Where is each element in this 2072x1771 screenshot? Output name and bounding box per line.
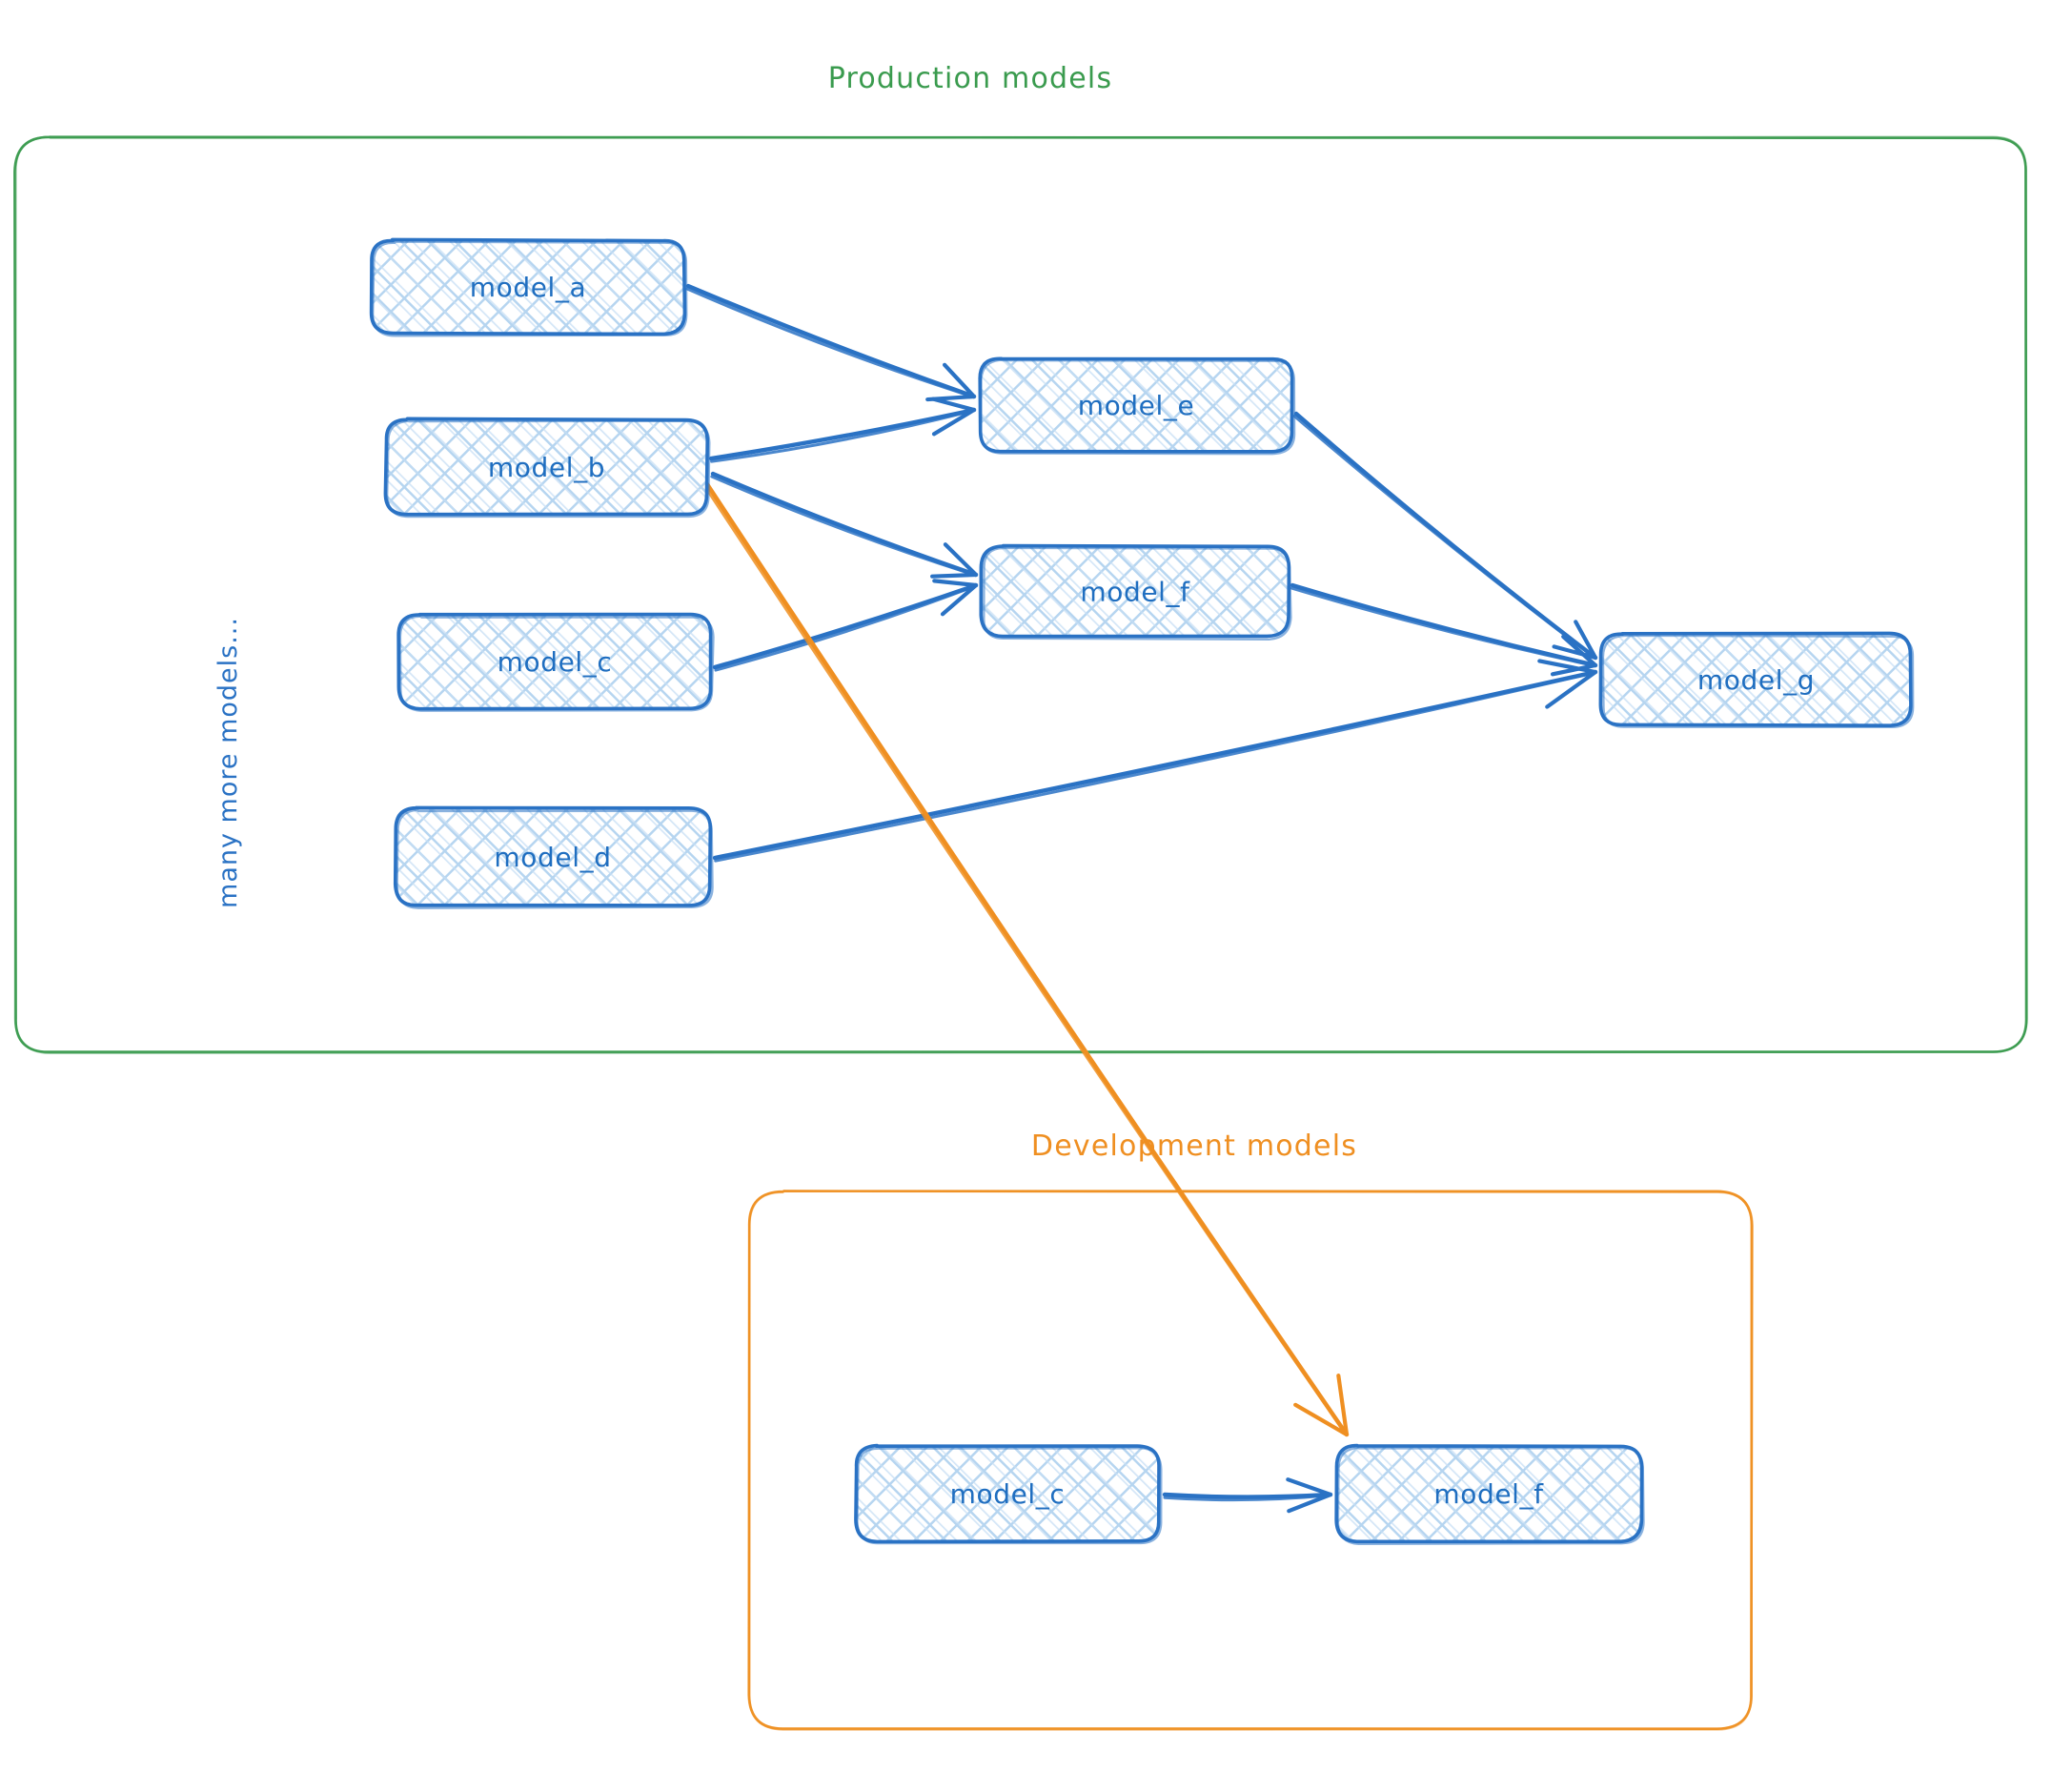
- node-border: [983, 546, 1292, 641]
- node-label: model_f: [1433, 1478, 1544, 1510]
- group-title-production: Production models: [828, 62, 1113, 95]
- node-prod_model_c[interactable]: model_c: [396, 612, 715, 712]
- node-label: model_b: [488, 452, 605, 483]
- node-label: model_d: [494, 842, 611, 873]
- node-fill-overlay: [371, 240, 685, 335]
- node-label: model_g: [1697, 664, 1815, 696]
- node-label: model_c: [950, 1478, 1066, 1510]
- node-fill-overlay: [1600, 633, 1911, 726]
- node-fill-overlay: [1335, 1445, 1642, 1542]
- node-label: model_e: [1078, 390, 1195, 421]
- group-container-production: [13, 135, 2028, 1054]
- node-prod_model_d[interactable]: model_d: [393, 805, 714, 909]
- edge-d-to-g: [712, 659, 1598, 863]
- node-fill-overlay: [981, 545, 1290, 638]
- node-border: [396, 808, 714, 909]
- node-fill-overlay: [856, 1445, 1160, 1542]
- group-title-development: Development models: [1031, 1130, 1357, 1163]
- node-prod_model_e[interactable]: model_e: [978, 356, 1296, 456]
- node-prod_model_g[interactable]: model_g: [1598, 631, 1915, 729]
- node-prod_model_f[interactable]: model_f: [979, 543, 1292, 641]
- group-container-development: [747, 1190, 1754, 1731]
- node-prod_model_b[interactable]: model_b: [383, 417, 711, 519]
- node-border: [385, 419, 711, 519]
- edge-b-to-dev-f: [702, 481, 1350, 1437]
- edge-c-to-f: [712, 579, 979, 672]
- node-fill-overlay: [386, 418, 708, 515]
- edge-b-to-f: [710, 471, 979, 579]
- node-dev_model_c[interactable]: model_c: [854, 1443, 1163, 1545]
- node-fill-overlay: [396, 807, 711, 906]
- edge-e-to-g: [1292, 411, 1598, 661]
- node-dev_model_f[interactable]: model_f: [1334, 1443, 1645, 1545]
- node-label: model_c: [498, 646, 613, 678]
- node-fill-overlay: [979, 357, 1293, 453]
- edges: [685, 283, 1598, 1514]
- many-more-models-note: many more models...: [213, 617, 243, 908]
- node-border: [856, 1447, 1163, 1545]
- edge-b-to-e: [708, 397, 977, 463]
- edge-dev-c-to-dev-f: [1162, 1477, 1333, 1514]
- node-border: [371, 240, 688, 337]
- group-containers: [13, 135, 2028, 1731]
- edge-f-to-g: [1290, 582, 1598, 677]
- node-border: [1336, 1446, 1645, 1545]
- node-fill-overlay: [397, 614, 712, 709]
- node-label: model_f: [1080, 577, 1190, 608]
- node-label: model_a: [470, 272, 587, 303]
- node-border: [398, 615, 715, 712]
- node-border: [1601, 634, 1915, 729]
- node-border: [980, 358, 1296, 456]
- side-note-layer: many more models...: [213, 617, 243, 908]
- edge-a-to-e: [685, 283, 977, 402]
- nodes: model_a model_b model_c model_d model_emodel…: [369, 237, 1915, 1545]
- node-prod_model_a[interactable]: model_a: [369, 237, 688, 337]
